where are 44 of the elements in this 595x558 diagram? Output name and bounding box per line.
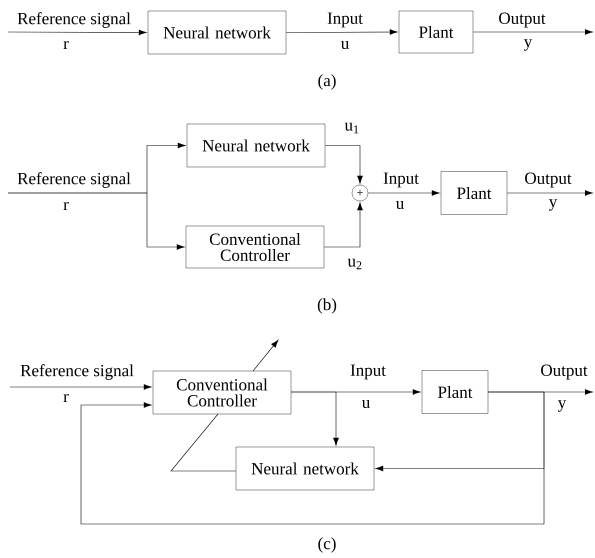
process-box: Plant [422, 370, 488, 414]
process-box: Conventional Controller [152, 370, 292, 414]
process-box: Neural network [148, 10, 286, 54]
signal-label: u [362, 400, 370, 408]
arrow [8, 30, 147, 36]
process-box: Conventional Controller [186, 226, 324, 268]
signal-label: r [64, 41, 69, 49]
arrow [290, 392, 339, 446]
panel-label: (b) [318, 298, 336, 314]
signal-label: u [396, 201, 404, 209]
arrow [170, 340, 278, 472]
edge-label: Output [499, 12, 546, 28]
arrow [286, 29, 398, 35]
signal-label: y [548, 199, 558, 211]
process-box: Neural network [186, 124, 326, 168]
edge-label: Reference signal [18, 172, 131, 188]
arrow [324, 202, 363, 248]
edge-label: Output [541, 364, 588, 380]
summing-junction: + [352, 184, 368, 202]
process-box: Plant [440, 171, 508, 215]
signal-label: r [64, 394, 69, 402]
arrow [506, 190, 593, 196]
panel-label: (a) [318, 74, 336, 90]
panel-label: (c) [318, 537, 336, 553]
edge-label: Reference signal [20, 364, 134, 380]
signal-label: r [64, 202, 69, 210]
signal-label: y [524, 39, 532, 51]
arrow [324, 145, 363, 184]
signal-label: u$_{1}$ [344, 122, 358, 134]
edge-label: Reference signal [18, 12, 131, 28]
arrow [368, 190, 440, 196]
signal-label: u [340, 41, 349, 49]
arrow [10, 384, 152, 390]
edge-label: Input [384, 172, 419, 188]
arrow [80, 392, 544, 524]
signal-label: u$_{2}$ [348, 258, 362, 270]
edge-label: Input [328, 12, 363, 28]
process-box: Neural network [236, 446, 374, 490]
edge-label: Output [525, 172, 572, 188]
arrow [8, 192, 185, 250]
edge-label: Input [350, 364, 386, 380]
arrow [472, 29, 593, 35]
signal-label: y [558, 400, 566, 412]
process-box: Plant [398, 10, 474, 54]
